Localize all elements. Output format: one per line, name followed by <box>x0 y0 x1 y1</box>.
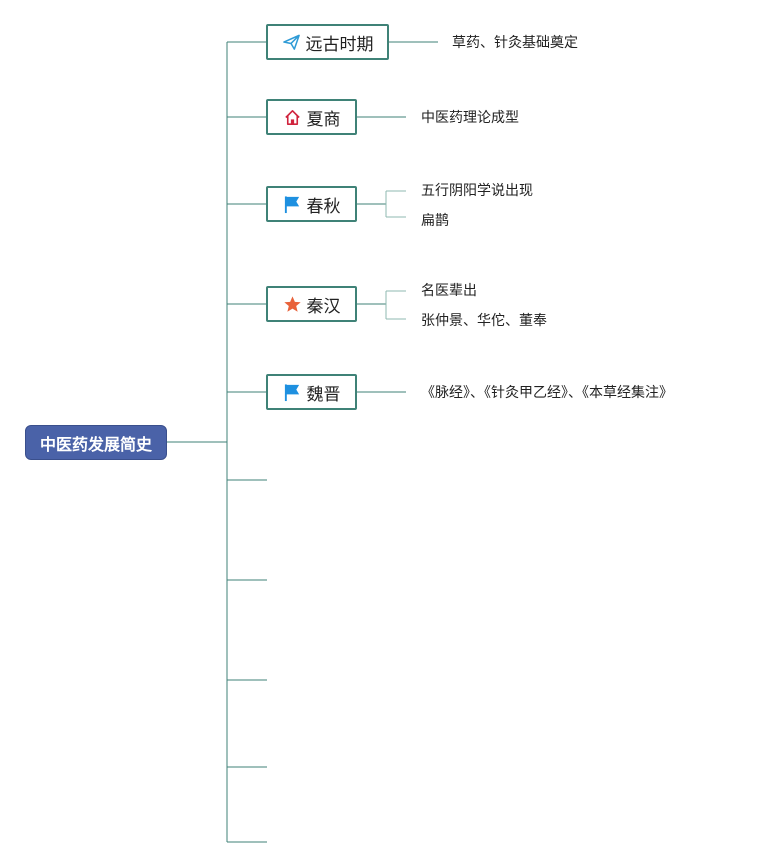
era-node-chunqiu[interactable]: 春秋 <box>266 186 357 222</box>
paper-plane-icon <box>282 33 301 52</box>
flag-icon <box>283 195 302 214</box>
era-node-weijin[interactable]: 魏晋 <box>266 374 357 410</box>
detail-qinhan-2[interactable]: 张仲景、华佗、董奉 <box>421 313 547 329</box>
detail-qinhan-1[interactable]: 名医辈出 <box>421 283 477 299</box>
detail-yuangu-1[interactable]: 草药、针灸基础奠定 <box>452 35 578 51</box>
era-label: 夏商 <box>306 109 341 130</box>
detail-xiashang-1[interactable]: 中医药理论成型 <box>421 110 519 126</box>
era-node-xiashang[interactable]: 夏商 <box>266 99 357 135</box>
era-label: 远古时期 <box>305 34 374 55</box>
root-topic[interactable]: 中医药发展简史 <box>25 425 167 460</box>
flag-icon <box>283 383 302 402</box>
era-node-qinhan[interactable]: 秦汉 <box>266 286 357 322</box>
era-label: 秦汉 <box>306 296 341 317</box>
fork-chunqiu <box>385 190 406 218</box>
era-node-yuangu[interactable]: 远古时期 <box>266 24 389 60</box>
era-label: 魏晋 <box>306 384 341 405</box>
era-label: 春秋 <box>306 196 341 217</box>
fork-qinhan <box>385 290 406 320</box>
detail-chunqiu-2[interactable]: 扁鹊 <box>421 213 449 229</box>
house-icon <box>283 108 302 127</box>
detail-chunqiu-1[interactable]: 五行阴阳学说出现 <box>421 183 533 199</box>
detail-weijin-1[interactable]: 《脉经》、《针灸甲乙经》、《本草经集注》 <box>421 385 673 401</box>
star-icon <box>283 295 302 314</box>
